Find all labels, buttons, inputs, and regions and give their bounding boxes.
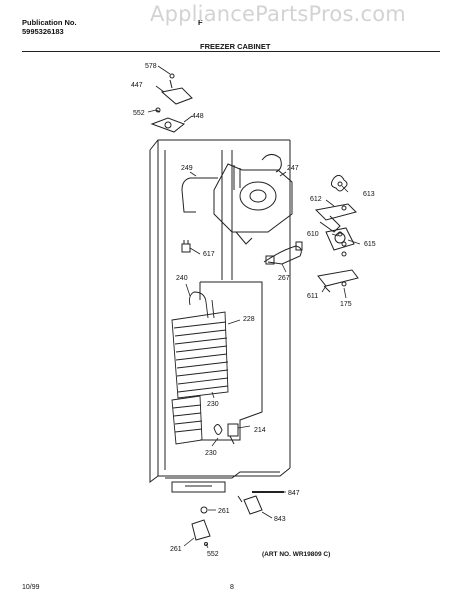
- leader-lines: [147, 65, 361, 549]
- top-hinge-parts: [150, 73, 193, 133]
- callout-612: 612: [310, 196, 322, 203]
- callout-552-bottom: 552: [207, 551, 219, 558]
- header-rule: [22, 51, 440, 52]
- callout-267: 267: [278, 275, 290, 282]
- callout-247: 247: [287, 165, 299, 172]
- callout-552: 552: [133, 110, 145, 117]
- bottom-parts: [191, 491, 284, 546]
- callout-261-lower: 261: [170, 546, 182, 553]
- callout-249: 249: [181, 165, 193, 172]
- page-number: 8: [230, 584, 234, 591]
- callout-214: 214: [254, 427, 266, 434]
- duct-249: [181, 177, 218, 213]
- wire-harness-267: [263, 241, 303, 265]
- callout-228: 228: [243, 316, 255, 323]
- callout-448: 448: [192, 113, 204, 120]
- screws-615: [337, 231, 347, 257]
- publication-number: 5995326183: [22, 27, 64, 36]
- callout-230-upper: 230: [207, 401, 219, 408]
- footer-date: 10/99: [22, 584, 40, 591]
- callout-240: 240: [176, 275, 188, 282]
- motor-bracket-612: [314, 203, 357, 233]
- freezer-cabinet-outline: [149, 139, 291, 493]
- callout-230-lower: 230: [205, 450, 217, 457]
- callout-611: 611: [307, 293, 318, 300]
- callout-261-upper: 261: [218, 508, 230, 515]
- drain-parts: [213, 423, 239, 445]
- model-number-partial: F: [198, 18, 203, 27]
- motor-610: [325, 227, 355, 251]
- section-title: FREEZER CABINET: [200, 42, 271, 51]
- art-number: (ART NO. WR19809 C): [262, 551, 331, 558]
- callout-613: 613: [363, 191, 375, 198]
- callout-610: 610: [307, 231, 319, 238]
- publication-label: Publication No.: [22, 18, 77, 27]
- part-617: [181, 240, 191, 253]
- callout-175: 175: [340, 301, 352, 308]
- callout-617: 617: [203, 251, 215, 258]
- callout-447: 447: [131, 82, 143, 89]
- watermark: AppliancePartsPros.com: [150, 2, 406, 26]
- evaporator-coils: [171, 291, 229, 445]
- callout-578: 578: [145, 63, 157, 70]
- fan-shroud-assembly: [213, 154, 293, 245]
- evaporator-panel: [199, 281, 263, 441]
- callout-843: 843: [274, 516, 286, 523]
- callout-labels: 578 447 552 448 249 247 612 613 617 610 …: [131, 63, 376, 558]
- callout-847: 847: [288, 490, 300, 497]
- callout-615: 615: [364, 241, 376, 248]
